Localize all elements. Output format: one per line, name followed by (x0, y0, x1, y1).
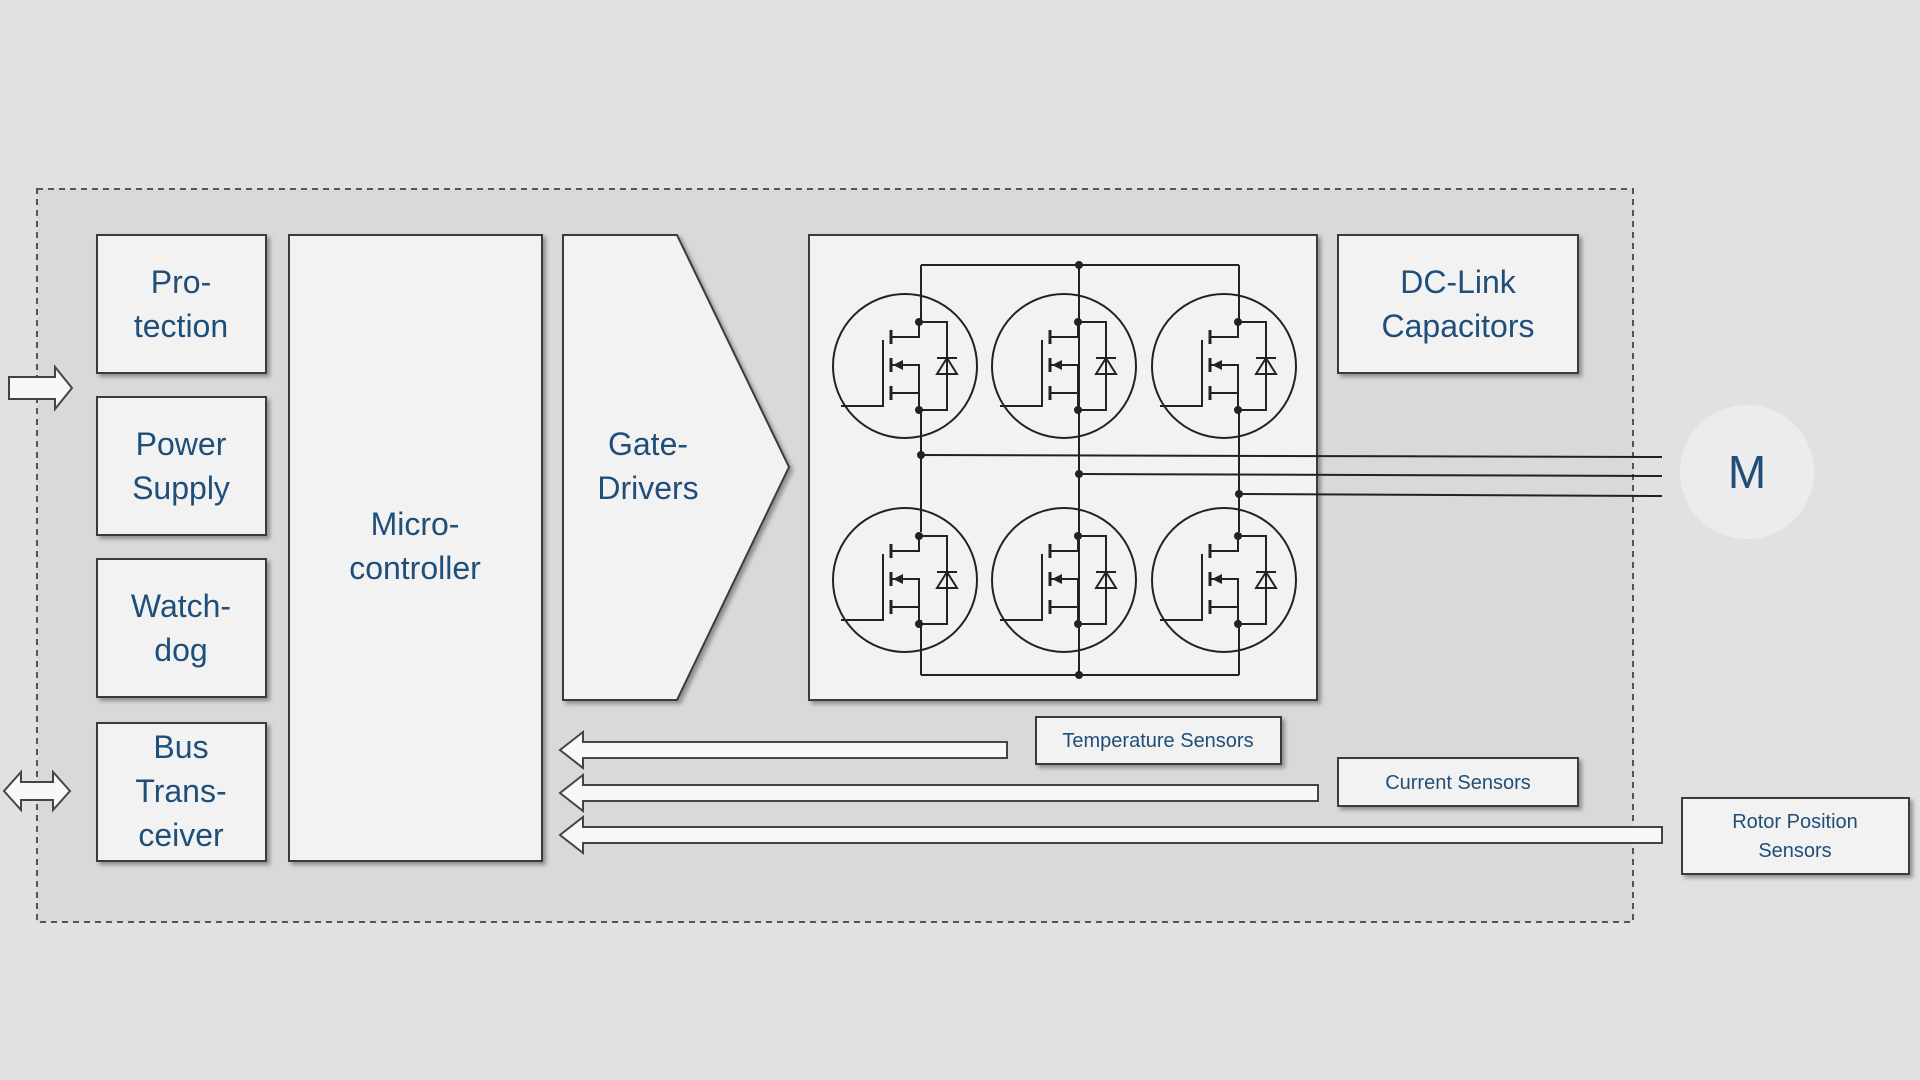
power-supply-label-line2: Supply (132, 470, 230, 506)
gate-drivers-label-line1: Gate- (608, 426, 688, 462)
motor: M (1680, 405, 1814, 539)
protection-label-line2: tection (134, 308, 228, 344)
temperature-sensors-label: Temperature Sensors (1062, 730, 1253, 752)
microcontroller-label-line1: Micro- (371, 506, 460, 542)
microcontroller-label-line2: controller (349, 550, 481, 586)
microcontroller-block: Micro- controller (288, 234, 543, 862)
dc-link-label-line1: DC-Link (1400, 264, 1517, 300)
rotor-position-feedback-arrow (558, 814, 1663, 856)
gate-drivers-label-line2: Drivers (597, 470, 698, 506)
temperature-sensors-block: Temperature Sensors (1035, 716, 1282, 765)
rotor-position-sensors-block: Rotor Position Sensors (1681, 797, 1910, 875)
dc-link-capacitors-block: DC-Link Capacitors (1337, 234, 1579, 374)
inverter-bridge (808, 234, 1663, 701)
current-sensors-block: Current Sensors (1337, 757, 1579, 807)
gate-drivers-block: Gate- Drivers (562, 234, 791, 701)
watchdog-block: Watch- dog (96, 558, 267, 698)
power-supply-label-line1: Power (136, 426, 227, 462)
current-feedback-arrow (558, 772, 1319, 814)
bus-transceiver-label-line2: Trans- (135, 773, 226, 809)
watchdog-label-line1: Watch- (131, 588, 231, 624)
dc-link-label-line2: Capacitors (1382, 308, 1535, 344)
watchdog-label-line2: dog (154, 632, 207, 668)
power-supply-block: Power Supply (96, 396, 267, 536)
bus-transceiver-block: Bus Trans- ceiver (96, 722, 267, 862)
rotor-position-label-line2: Sensors (1758, 840, 1831, 862)
protection-label-line1: Pro- (151, 264, 211, 300)
arrow-left-right-icon (2, 769, 72, 813)
current-sensors-label: Current Sensors (1385, 772, 1531, 794)
temperature-feedback-arrow (558, 729, 1008, 771)
bus-transceiver-label-line1: Bus (153, 729, 208, 765)
bus-transceiver-label-line3: ceiver (138, 817, 224, 853)
motor-label: M (1728, 446, 1766, 498)
rotor-position-label-line1: Rotor Position (1732, 811, 1858, 833)
arrow-right-icon (8, 364, 74, 412)
protection-block: Pro- tection (96, 234, 267, 374)
